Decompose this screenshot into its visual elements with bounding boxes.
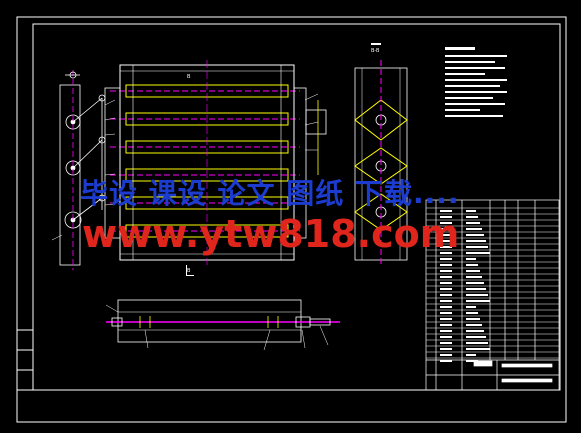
table-cell-mark (466, 234, 484, 236)
section-marker (186, 43, 381, 276)
table-cell-mark (466, 270, 480, 272)
side-view: B-B (354, 48, 408, 265)
table-cell-mark (466, 360, 478, 362)
table-cell-mark (440, 222, 452, 224)
table-cell-mark (440, 300, 452, 302)
table-cell-mark (440, 312, 452, 314)
parts-list-text (440, 210, 490, 362)
watermark-url-text: www.ytw818.com (82, 212, 460, 256)
table-cell-mark (466, 252, 490, 254)
table-cell-mark (440, 318, 452, 320)
table-cell-mark (466, 288, 486, 290)
table-cell-mark (440, 360, 452, 362)
left-linkage-view (59, 70, 106, 270)
table-cell-mark (440, 252, 452, 254)
table-cell-mark (466, 324, 482, 326)
table-cell-mark (440, 348, 452, 350)
table-cell-mark (466, 312, 478, 314)
table-cell-mark (466, 282, 484, 284)
table-cell-mark (440, 288, 452, 290)
table-cell-mark (440, 324, 452, 326)
drawing-frame (16, 16, 567, 423)
table-cell-mark (440, 336, 452, 338)
front-view: B B (104, 60, 327, 274)
table-cell-mark (440, 234, 452, 236)
table-cell-mark (466, 246, 488, 248)
svg-text:B: B (187, 74, 191, 80)
title-block (426, 359, 559, 390)
table-cell-mark (466, 318, 480, 320)
table-cell-mark (466, 354, 476, 356)
table-cell-mark (440, 228, 452, 230)
parts-list-rows (426, 207, 559, 359)
table-cell-mark (440, 246, 452, 248)
table-cell-mark (466, 294, 488, 296)
technical-notes (445, 47, 507, 117)
table-cell-mark (440, 210, 452, 212)
table-cell-mark (440, 342, 452, 344)
table-cell-mark (440, 264, 452, 266)
table-cell-mark (466, 240, 486, 242)
table-cell-mark (440, 258, 452, 260)
table-cell-mark (466, 336, 486, 338)
table-cell-mark (440, 306, 452, 308)
table-cell-mark (440, 282, 452, 284)
table-cell-mark (466, 216, 478, 218)
table-cell-mark (466, 210, 476, 212)
table-cell-mark (440, 240, 452, 242)
svg-text:B-B: B-B (371, 48, 380, 54)
table-cell-mark (440, 354, 452, 356)
table-cell-mark (466, 228, 482, 230)
table-cell-mark (466, 258, 476, 260)
table-cell-mark (466, 222, 480, 224)
table-cell-mark (466, 330, 484, 332)
table-cell-mark (466, 342, 488, 344)
table-cell-mark (466, 264, 478, 266)
table-cell-mark (440, 216, 452, 218)
plan-view (106, 299, 340, 343)
table-cell-mark (440, 276, 452, 278)
watermark-banner-text: 毕设 课设 论文 图纸 下载.... (80, 177, 460, 210)
table-cell-mark (440, 270, 452, 272)
leader-lines (51, 93, 329, 351)
table-cell-mark (466, 276, 482, 278)
table-cell-mark (440, 294, 452, 296)
table-cell-mark (466, 348, 490, 350)
table-cell-mark (440, 330, 452, 332)
table-cell-mark (466, 306, 476, 308)
svg-text:B: B (187, 268, 191, 274)
table-cell-mark (466, 300, 490, 302)
